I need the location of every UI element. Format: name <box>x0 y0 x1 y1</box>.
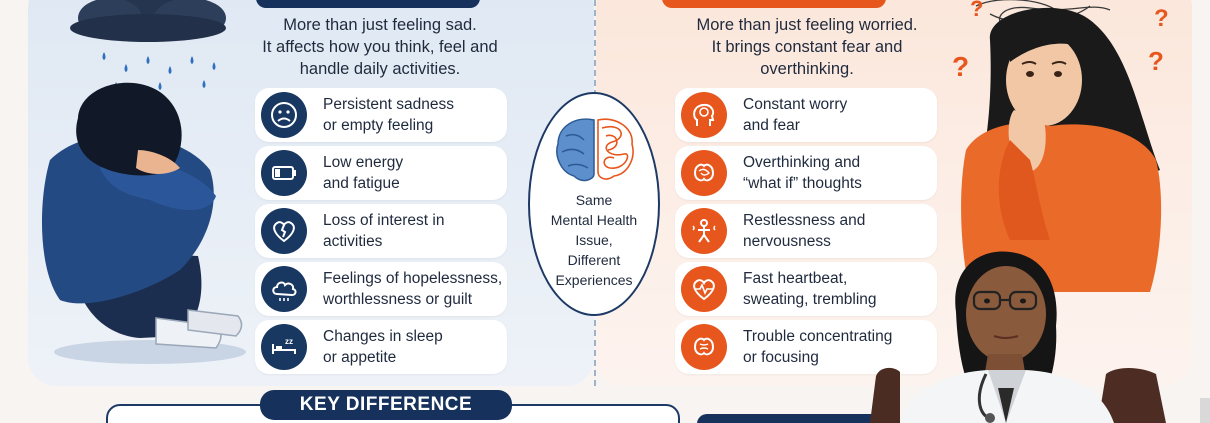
intro-line: handle daily activities. <box>299 60 461 78</box>
symptom-line: Fast heartbeat, <box>743 270 848 287</box>
symptom-line: worthlessness or guilt <box>323 291 473 308</box>
symptom-line: Low energy <box>323 154 404 171</box>
sad-face-icon <box>261 92 307 138</box>
intro-line: It brings constant fear and <box>711 38 903 56</box>
rain-cloud-icon <box>70 0 226 42</box>
two-brains-icon <box>556 118 634 182</box>
center-line: Mental Health <box>550 212 638 228</box>
intro-line: overthinking. <box>760 60 854 78</box>
bottom-right-banner <box>697 414 887 423</box>
symptom-line: Trouble concentrating <box>743 328 893 345</box>
symptom-card: zz Changes in sleep or appetite <box>255 320 507 374</box>
symptom-line: or empty feeling <box>323 117 434 134</box>
symptom-card: Constant worry and fear <box>675 88 937 142</box>
symptom-text: Loss of interest in activities <box>323 210 444 252</box>
anxiety-intro: More than just feeling worried. It bring… <box>676 14 938 80</box>
symptom-line: Loss of interest in <box>323 212 445 229</box>
symptom-text: Changes in sleep or appetite <box>323 326 443 368</box>
symptom-text: Restlessness and nervousness <box>743 210 865 252</box>
symptom-text: Low energy and fatigue <box>323 152 403 194</box>
symptom-card: Feelings of hopelessness, worthlessness … <box>255 262 507 316</box>
symptom-line: nervousness <box>743 233 831 250</box>
key-difference-label: KEY DIFFERENCE <box>260 390 512 420</box>
intro-line: It affects how you think, feel and <box>262 38 498 56</box>
symptom-text: Constant worry and fear <box>743 94 847 136</box>
anxiety-header-banner <box>662 0 886 8</box>
tangled-brain-icon <box>681 150 727 196</box>
symptom-line: Constant worry <box>743 96 848 113</box>
svg-text:?: ? <box>1154 5 1169 32</box>
symptom-line: activities <box>323 233 383 250</box>
cloud-brain-icon <box>261 266 307 312</box>
sad-person-illustration <box>41 0 246 364</box>
symptom-line: or focusing <box>743 349 819 366</box>
restless-people-icon <box>681 208 727 254</box>
doctor-video-overlay <box>870 251 1210 423</box>
intro-line: More than just feeling worried. <box>696 16 918 34</box>
symptom-line: Feelings of hopelessness, <box>323 270 503 287</box>
depression-intro: More than just feeling sad. It affects h… <box>255 14 505 80</box>
symptom-line: Changes in sleep <box>323 328 443 345</box>
symptom-card: Low energy and fatigue <box>255 146 507 200</box>
symptom-card: Trouble concentrating or focusing <box>675 320 937 374</box>
svg-text:zz: zz <box>285 337 293 346</box>
svg-text:?: ? <box>1148 46 1164 76</box>
center-line: Experiences <box>555 272 633 288</box>
symptom-line: and fatigue <box>323 175 400 192</box>
symptom-line: and fear <box>743 117 800 134</box>
depression-header-banner <box>256 0 480 8</box>
symptom-card: Loss of interest in activities <box>255 204 507 258</box>
broken-heart-icon <box>261 208 307 254</box>
symptom-line: or appetite <box>323 349 397 366</box>
symptom-line: Overthinking and <box>743 154 861 171</box>
center-line: Same <box>575 192 613 208</box>
symptom-card: Persistent sadness or empty feeling <box>255 88 507 142</box>
symptom-line: sweating, trembling <box>743 291 877 308</box>
svg-text:?: ? <box>970 0 983 21</box>
symptom-text: Persistent sadness or empty feeling <box>323 94 454 136</box>
symptom-text: Overthinking and “what if” thoughts <box>743 152 862 194</box>
low-battery-icon <box>261 150 307 196</box>
worried-person-illustration: ? ? ? ? <box>952 0 1169 292</box>
unfocused-brain-icon <box>681 324 727 370</box>
symptom-line: Restlessness and <box>743 212 866 229</box>
symptom-line: “what if” thoughts <box>743 175 862 192</box>
center-line: Different <box>567 252 621 268</box>
symptom-line: Persistent sadness <box>323 96 454 113</box>
sleep-bed-icon: zz <box>261 324 307 370</box>
worried-head-icon <box>681 92 727 138</box>
center-line: Issue, <box>575 232 613 248</box>
symptom-card: Restlessness and nervousness <box>675 204 937 258</box>
symptom-text: Trouble concentrating or focusing <box>743 326 892 368</box>
symptom-text: Feelings of hopelessness, worthlessness … <box>323 268 502 310</box>
symptom-card: Overthinking and “what if” thoughts <box>675 146 937 200</box>
symptom-text: Fast heartbeat, sweating, trembling <box>743 268 877 310</box>
intro-line: More than just feeling sad. <box>283 16 477 34</box>
center-caption: Same Mental Health Issue, Different Expe… <box>532 190 656 290</box>
symptom-card: Fast heartbeat, sweating, trembling <box>675 262 937 316</box>
heartbeat-icon <box>681 266 727 312</box>
svg-text:?: ? <box>952 51 969 82</box>
